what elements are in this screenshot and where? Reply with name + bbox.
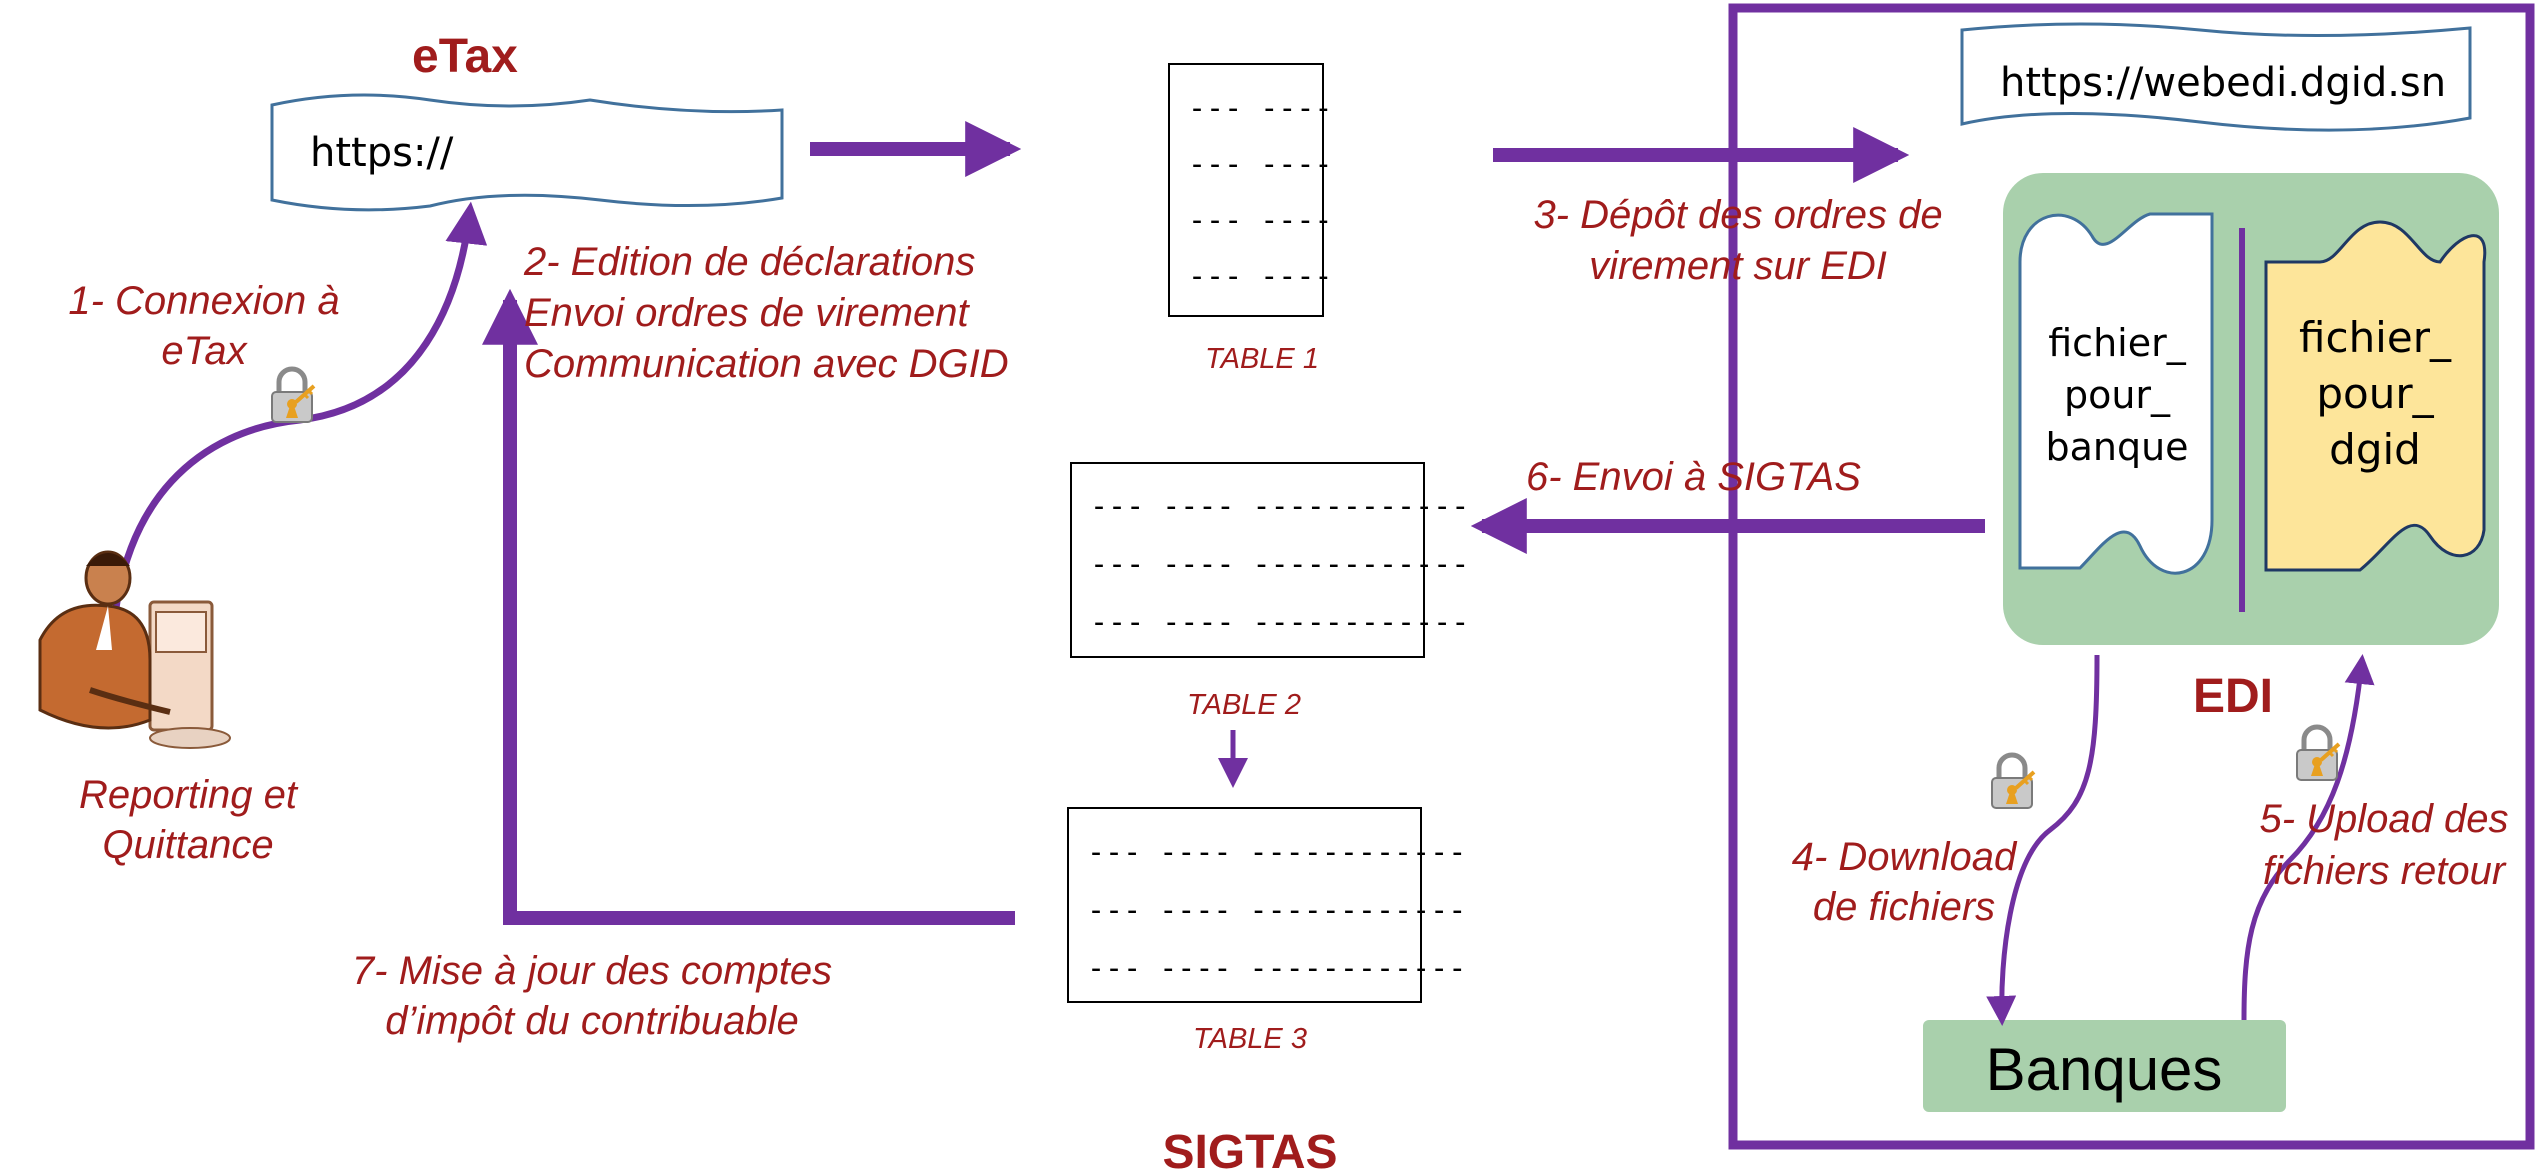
step4-line-1: 4- Download (1792, 835, 2018, 879)
lock-icon (272, 369, 314, 422)
etax-url: https:// (310, 130, 454, 176)
etax-url-banner (270, 93, 784, 212)
step7-line-1: 7- Mise à jour des comptes (352, 949, 832, 993)
sigtas-title: SIGTAS (1162, 1126, 1337, 1174)
arrow-banks-to-edi (2241, 654, 2375, 1021)
edi-url-banner (1960, 22, 2472, 132)
table1-row: --- ---- (1188, 203, 1333, 238)
step4-line-2: de fichiers (1813, 885, 1995, 929)
table1-row: --- ---- (1188, 147, 1333, 182)
etax-title: eTax (412, 30, 518, 83)
table1-row: --- ---- (1188, 259, 1333, 294)
table3-row: --- ---- ------------ (1087, 835, 1466, 870)
user-caption-line-2: Quittance (102, 823, 273, 867)
table2-caption: TABLE 2 (1187, 689, 1301, 721)
table2-box (1070, 462, 1425, 658)
edi-title: EDI (2193, 670, 2273, 723)
arrow-sigtas-to-etax (482, 288, 1015, 925)
table3-row: --- ---- ------------ (1087, 951, 1466, 986)
step6-line-1: 6- Envoi à SIGTAS (1526, 455, 1861, 499)
lock-icon (2297, 727, 2339, 780)
file-dgid-line-1: fichier_ (2299, 313, 2452, 362)
step2-line-2: Envoi ordres de virement (524, 291, 971, 335)
edi-frame (1728, 3, 2535, 1150)
step7-line-2: d’impôt du contribuable (385, 999, 799, 1043)
file-bank-line-3: banque (2045, 425, 2188, 469)
step5-line-2: fichiers retour (2263, 849, 2507, 893)
table3-caption: TABLE 3 (1193, 1023, 1307, 1055)
table3-row: --- ---- ------------ (1087, 893, 1466, 928)
file-dgid-scroll (2264, 220, 2487, 572)
step1-line-1: 1- Connexion à (68, 279, 339, 323)
table2-row: --- ---- ------------ (1090, 547, 1469, 582)
lock-icon (1992, 755, 2034, 808)
edi-url: https://webedi.dgid.sn (2000, 60, 2446, 106)
step2-line-3: Communication avec DGID (524, 342, 1009, 386)
file-dgid-line-2: pour_ (2316, 369, 2434, 418)
table2-row: --- ---- ------------ (1090, 605, 1469, 640)
step2-line-1: 2- Edition de déclarations (523, 240, 975, 284)
file-dgid-line-3: dgid (2329, 425, 2421, 474)
banks-label: Banques (1986, 1036, 2223, 1103)
table1-row: --- ---- (1188, 91, 1333, 126)
table1-caption: TABLE 1 (1205, 343, 1319, 375)
arrow-edi-to-banks (1986, 654, 2100, 1026)
step1-line-2: eTax (161, 329, 248, 373)
file-bank-line-1: fichier_ (2048, 321, 2186, 365)
user-caption-line-1: Reporting et (79, 773, 299, 817)
table3-box (1067, 807, 1422, 1003)
table1-box (1168, 63, 1324, 317)
file-bank-scroll (2018, 212, 2214, 575)
table2-row: --- ---- ------------ (1090, 489, 1469, 524)
step3-line-1: 3- Dépôt des ordres de (1533, 193, 1942, 237)
arrow-user-to-etax (109, 201, 488, 641)
banks-box (1923, 1020, 2286, 1112)
file-bank-line-2: pour_ (2064, 373, 2171, 417)
step5-line-1: 5- Upload des (2259, 797, 2508, 841)
user-computer-icon (38, 550, 231, 749)
step3-line-2: virement sur EDI (1589, 244, 1887, 288)
